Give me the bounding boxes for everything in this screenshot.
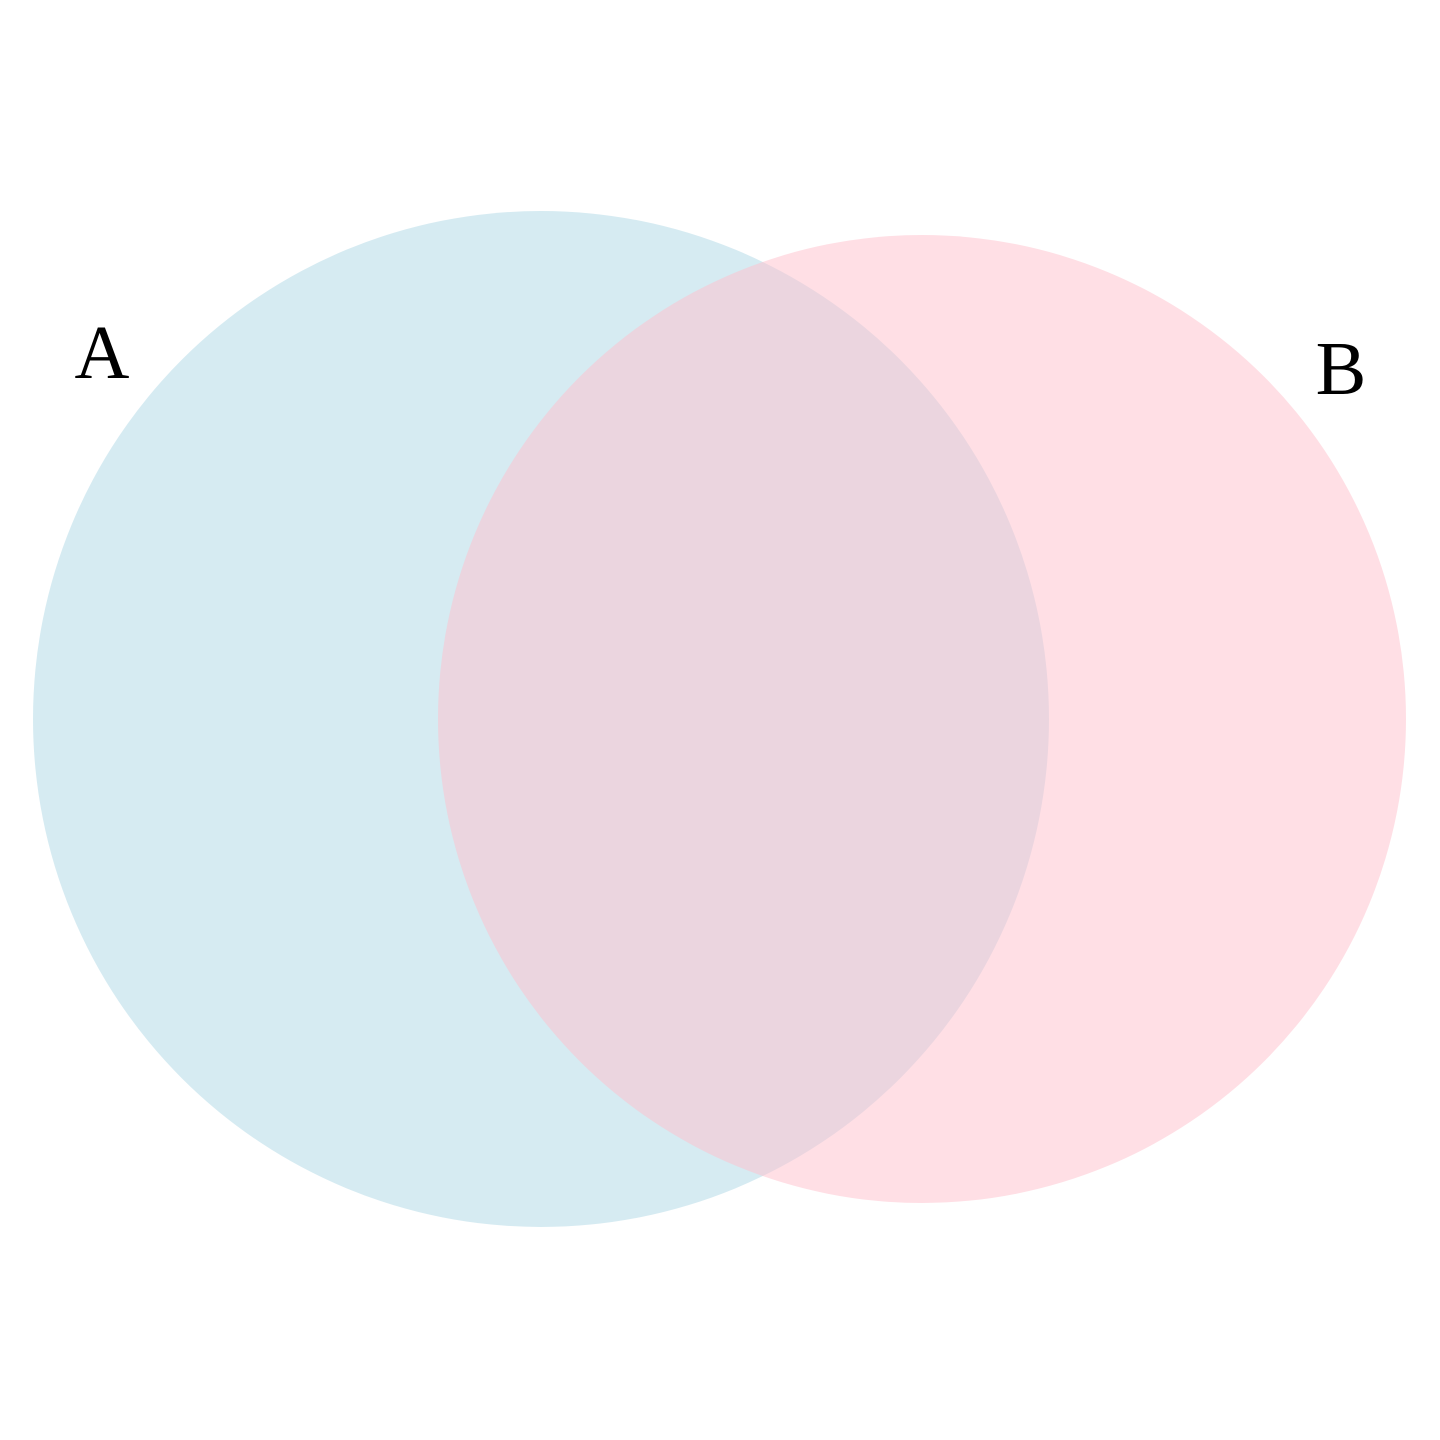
set-b-circle: [438, 235, 1406, 1203]
set-a-label: A: [75, 311, 130, 395]
set-b-label: B: [1316, 327, 1367, 411]
